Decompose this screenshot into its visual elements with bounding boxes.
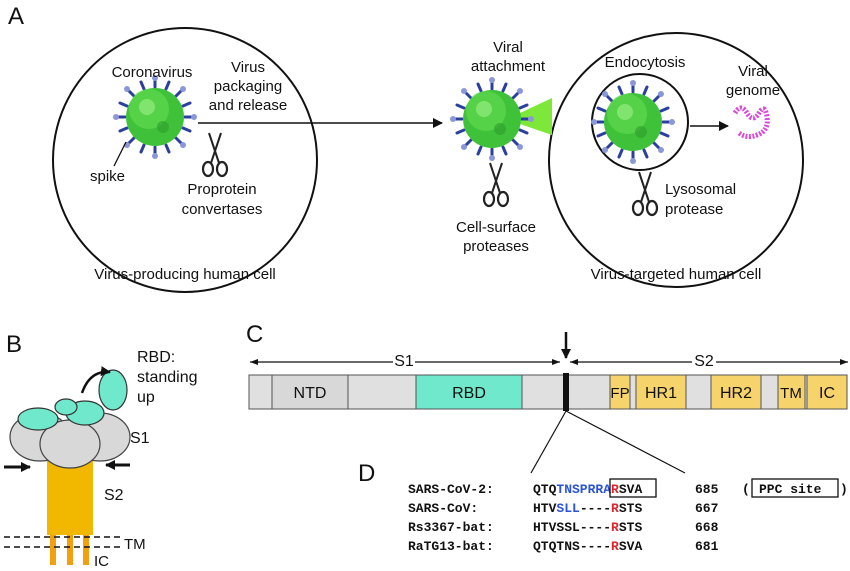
hr2-label: HR2 bbox=[720, 385, 752, 402]
lysosomal-protease-line1: Lysosomal bbox=[665, 181, 736, 198]
ntd-label: NTD bbox=[294, 385, 327, 402]
virus-packaging-label-line2: packaging bbox=[214, 78, 282, 95]
spike-label: spike bbox=[90, 168, 125, 185]
endocytosed-virus-icon bbox=[589, 78, 677, 166]
sequence-name: RaTG13-bat: bbox=[408, 539, 494, 554]
hr1-domain bbox=[635, 374, 687, 410]
rbd-domains bbox=[17, 369, 128, 431]
s1-label-bg bbox=[393, 352, 415, 370]
scissors-icon bbox=[631, 170, 659, 217]
zoom-line-right bbox=[565, 410, 686, 474]
tm-domain bbox=[777, 374, 806, 410]
receptor-attachment-shape bbox=[520, 98, 552, 135]
virus-targeted-cell-label: Virus-targeted human cell bbox=[591, 266, 762, 283]
ntd-domain bbox=[271, 374, 349, 410]
viral-genome-label-line1: Viral bbox=[738, 63, 768, 80]
sequence-number: 685 bbox=[695, 482, 719, 497]
cell-surface-proteases-line1: Cell-surface bbox=[456, 219, 536, 236]
ic-label: IC bbox=[819, 385, 835, 402]
rbd-domain bbox=[415, 374, 523, 410]
panel-a-letter: A bbox=[8, 3, 24, 30]
coronavirus-label: Coronavirus bbox=[112, 64, 193, 81]
rbd-label-line1: RBD: bbox=[137, 349, 175, 366]
b-ic-label: IC bbox=[94, 553, 109, 570]
s1-extent-arrowhead bbox=[250, 359, 258, 365]
viral-genome-label-line2: genome bbox=[726, 82, 780, 99]
rbd-label-line2: standing bbox=[137, 369, 198, 386]
virus-targeted-cell bbox=[548, 32, 804, 288]
proprotein-label-line2: convertases bbox=[182, 201, 263, 218]
c-s2-label: S2 bbox=[694, 353, 714, 370]
virus-packaging-label-line1: Virus bbox=[231, 59, 265, 76]
virus-producing-cell bbox=[52, 27, 318, 293]
scissors-icon bbox=[482, 161, 510, 208]
c-s1-label: S1 bbox=[394, 353, 414, 370]
rbd-label-line3: up bbox=[137, 389, 155, 406]
s2-extent-arrowhead bbox=[840, 359, 848, 365]
sequence-row-sars-cov: HTVSLL----RSTS bbox=[533, 501, 642, 516]
sequence-number: 667 bbox=[695, 501, 718, 516]
b-s1-label: S1 bbox=[130, 430, 150, 447]
cell-surface-proteases-line2: proteases bbox=[463, 238, 529, 255]
ppc-paren-open: ( bbox=[742, 482, 750, 497]
sequence-row-sars-cov-2: QTQTNSPRRARSVA bbox=[533, 482, 642, 497]
fp-label: FP bbox=[610, 385, 629, 402]
ic-tail bbox=[50, 535, 56, 565]
viral-genome-icon bbox=[732, 105, 770, 140]
panel-b-letter: B bbox=[6, 331, 22, 358]
zoom-line-left bbox=[530, 410, 567, 474]
ppc-site-label: PPC site bbox=[759, 482, 822, 497]
ic-domain bbox=[806, 374, 848, 410]
panel-d-letter: D bbox=[358, 460, 375, 487]
lysosomal-protease-line2: protease bbox=[665, 201, 723, 218]
sequence-name: Rs3367-bat: bbox=[408, 520, 494, 535]
endocytosis-label: Endocytosis bbox=[605, 54, 686, 71]
viral-attachment-label-line1: Viral bbox=[493, 39, 523, 56]
virus-packaging-label-line3: and release bbox=[209, 97, 287, 114]
sequence-number: 668 bbox=[695, 520, 719, 535]
hr1-label: HR1 bbox=[645, 385, 677, 402]
rbd-label: RBD bbox=[452, 385, 486, 402]
sequence-row-rs3367-bat: HTVSSL----RSTS bbox=[533, 520, 642, 535]
ppc-site-legend-box bbox=[751, 478, 839, 498]
spike-pointer-line bbox=[113, 141, 127, 167]
sequence-name: SARS-CoV: bbox=[408, 501, 478, 516]
b-tm-label: TM bbox=[124, 536, 146, 553]
b-s2-label: S2 bbox=[104, 487, 124, 504]
sequence-number: 681 bbox=[695, 539, 719, 554]
s2-label-bg bbox=[692, 352, 716, 370]
coronavirus-icon bbox=[111, 73, 199, 161]
proprotein-label-line1: Proprotein bbox=[187, 181, 256, 198]
fp-domain bbox=[609, 374, 631, 410]
ic-tail bbox=[67, 535, 73, 565]
virus-producing-cell-label: Virus-producing human cell bbox=[94, 266, 276, 283]
attached-virus-icon bbox=[448, 75, 536, 163]
sequence-row-ratg13-bat: QTQTNS----RSVA bbox=[533, 539, 642, 554]
sequence-name: SARS-CoV-2: bbox=[408, 482, 494, 497]
furin-site-box bbox=[609, 478, 657, 498]
cleavage-site-mark bbox=[563, 373, 569, 411]
viral-attachment-label-line2: attachment bbox=[471, 58, 546, 75]
s1-extent-arrowhead bbox=[552, 359, 560, 365]
hr2-domain bbox=[710, 374, 762, 410]
rbd-rotation-arrow bbox=[80, 366, 111, 394]
s2-extent-arrowhead bbox=[570, 359, 578, 365]
scissors-icon bbox=[201, 131, 229, 178]
tm-label: TM bbox=[780, 385, 802, 402]
ppc-paren-close: ) bbox=[840, 482, 848, 497]
ic-tail bbox=[83, 535, 89, 565]
panel-c-letter: C bbox=[246, 321, 263, 348]
